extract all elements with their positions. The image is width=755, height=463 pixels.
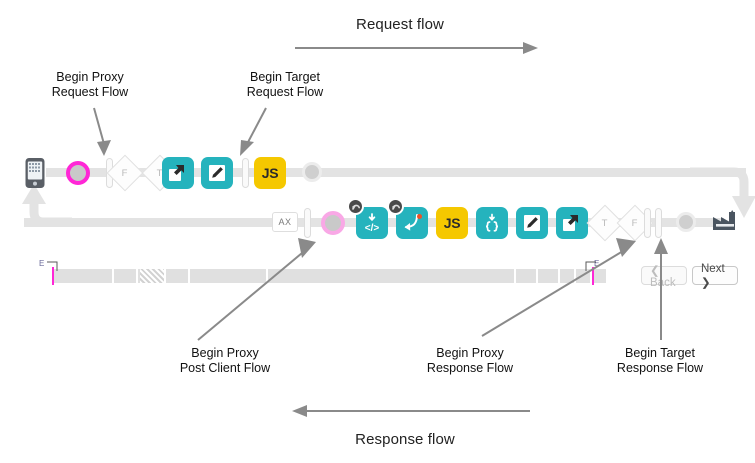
begin-proxy-request-flow-marker[interactable] <box>66 161 90 185</box>
request-rail <box>46 168 746 177</box>
condition-label: F <box>122 167 128 179</box>
xml-policy-icon[interactable]: </> <box>347 198 388 239</box>
callout-line-2: Post Client Flow <box>179 361 271 375</box>
timeline-segment[interactable] <box>518 269 538 283</box>
flow-bar-icon[interactable] <box>242 158 249 188</box>
request-flow-arrow <box>295 42 538 54</box>
flow-bar-icon[interactable] <box>644 208 651 238</box>
raise-fault-policy-icon[interactable] <box>387 198 428 239</box>
callout-line-1: Begin Proxy <box>56 70 124 84</box>
target-server-factory-icon <box>712 209 740 236</box>
condition-label: T <box>602 217 608 229</box>
timeline-scrollbar-track[interactable] <box>52 269 608 283</box>
js-label: JS <box>443 215 461 231</box>
fault-badge-icon <box>347 198 364 215</box>
callout-begin-target-response-flow: Begin Target Response Flow <box>595 346 725 376</box>
timeline-right-marker-label: E <box>594 259 600 268</box>
fault-badge-icon <box>387 198 404 215</box>
timeline-right-bracket-icon <box>585 261 596 271</box>
ax-analytics-icon[interactable]: AX <box>272 212 298 232</box>
request-to-target-connector <box>690 167 755 218</box>
next-button[interactable]: Next ❯ <box>692 263 738 289</box>
callout-line-2: Request Flow <box>246 85 324 99</box>
response-flow-label: Response flow <box>355 431 455 448</box>
callout-line-2: Response Flow <box>616 361 704 375</box>
svg-text:</>: </> <box>365 223 380 234</box>
timeline-segment[interactable] <box>540 269 560 283</box>
assign-message-policy-icon[interactable] <box>162 157 194 189</box>
flow-bar-icon[interactable] <box>655 208 662 238</box>
json-policy-icon[interactable] <box>476 207 508 239</box>
callout-line-2: Response Flow <box>426 361 514 375</box>
js-label: JS <box>261 165 279 181</box>
callout-line-1: Begin Proxy <box>191 346 259 360</box>
timeline-right-pink-tick <box>592 267 594 285</box>
callout-line-1: Begin Target <box>625 346 695 360</box>
callout-begin-proxy-response-flow: Begin Proxy Response Flow <box>405 346 535 376</box>
timeline-segment[interactable] <box>140 269 166 283</box>
timeline-segment[interactable] <box>116 269 138 283</box>
ax-label: AX <box>278 217 292 227</box>
flow-node-icon[interactable] <box>302 162 322 182</box>
assign-message-policy-icon[interactable] <box>556 207 588 239</box>
callout-line-1: Begin Proxy <box>436 346 504 360</box>
timeline-segment[interactable] <box>594 269 608 283</box>
callout-arrow-begin-proxy-post-client-flow <box>197 238 316 341</box>
javascript-policy-icon[interactable]: JS <box>436 207 468 239</box>
request-flow-label: Request flow <box>356 16 444 33</box>
callout-begin-proxy-post-client-flow: Begin Proxy Post Client Flow <box>160 346 290 376</box>
callout-line-1: Begin Target <box>250 70 320 84</box>
callout-arrow-begin-target-response-flow <box>654 238 668 340</box>
timeline-left-pink-tick <box>52 267 54 285</box>
flow-bar-icon[interactable] <box>304 208 311 238</box>
callout-arrow-begin-proxy-request-flow <box>93 107 111 156</box>
timeline-segment[interactable] <box>270 269 516 283</box>
begin-proxy-post-client-flow-marker[interactable] <box>321 211 345 235</box>
callout-line-2: Request Flow <box>51 85 129 99</box>
timeline-left-bracket-icon <box>47 261 58 271</box>
timeline-segment[interactable] <box>192 269 268 283</box>
callout-begin-target-request-flow: Begin Target Request Flow <box>225 70 345 100</box>
flow-node-icon[interactable] <box>676 212 696 232</box>
error-indicator-icon <box>417 214 422 219</box>
edit-policy-icon[interactable] <box>201 157 233 189</box>
callout-begin-proxy-request-flow: Begin Proxy Request Flow <box>30 70 150 100</box>
timeline-segment[interactable] <box>562 269 576 283</box>
response-flow-arrow <box>292 405 530 417</box>
javascript-policy-icon[interactable]: JS <box>254 157 286 189</box>
timeline-left-marker-label: E <box>39 259 45 268</box>
response-to-client-connector <box>22 184 72 227</box>
timeline-segment[interactable] <box>52 269 114 283</box>
callout-arrow-begin-target-request-flow <box>240 107 267 156</box>
condition-label: F <box>632 217 638 229</box>
timeline-segment[interactable] <box>168 269 190 283</box>
callout-arrow-begin-proxy-response-flow <box>481 238 636 337</box>
edit-policy-icon[interactable] <box>516 207 548 239</box>
client-app-icon <box>24 157 46 194</box>
